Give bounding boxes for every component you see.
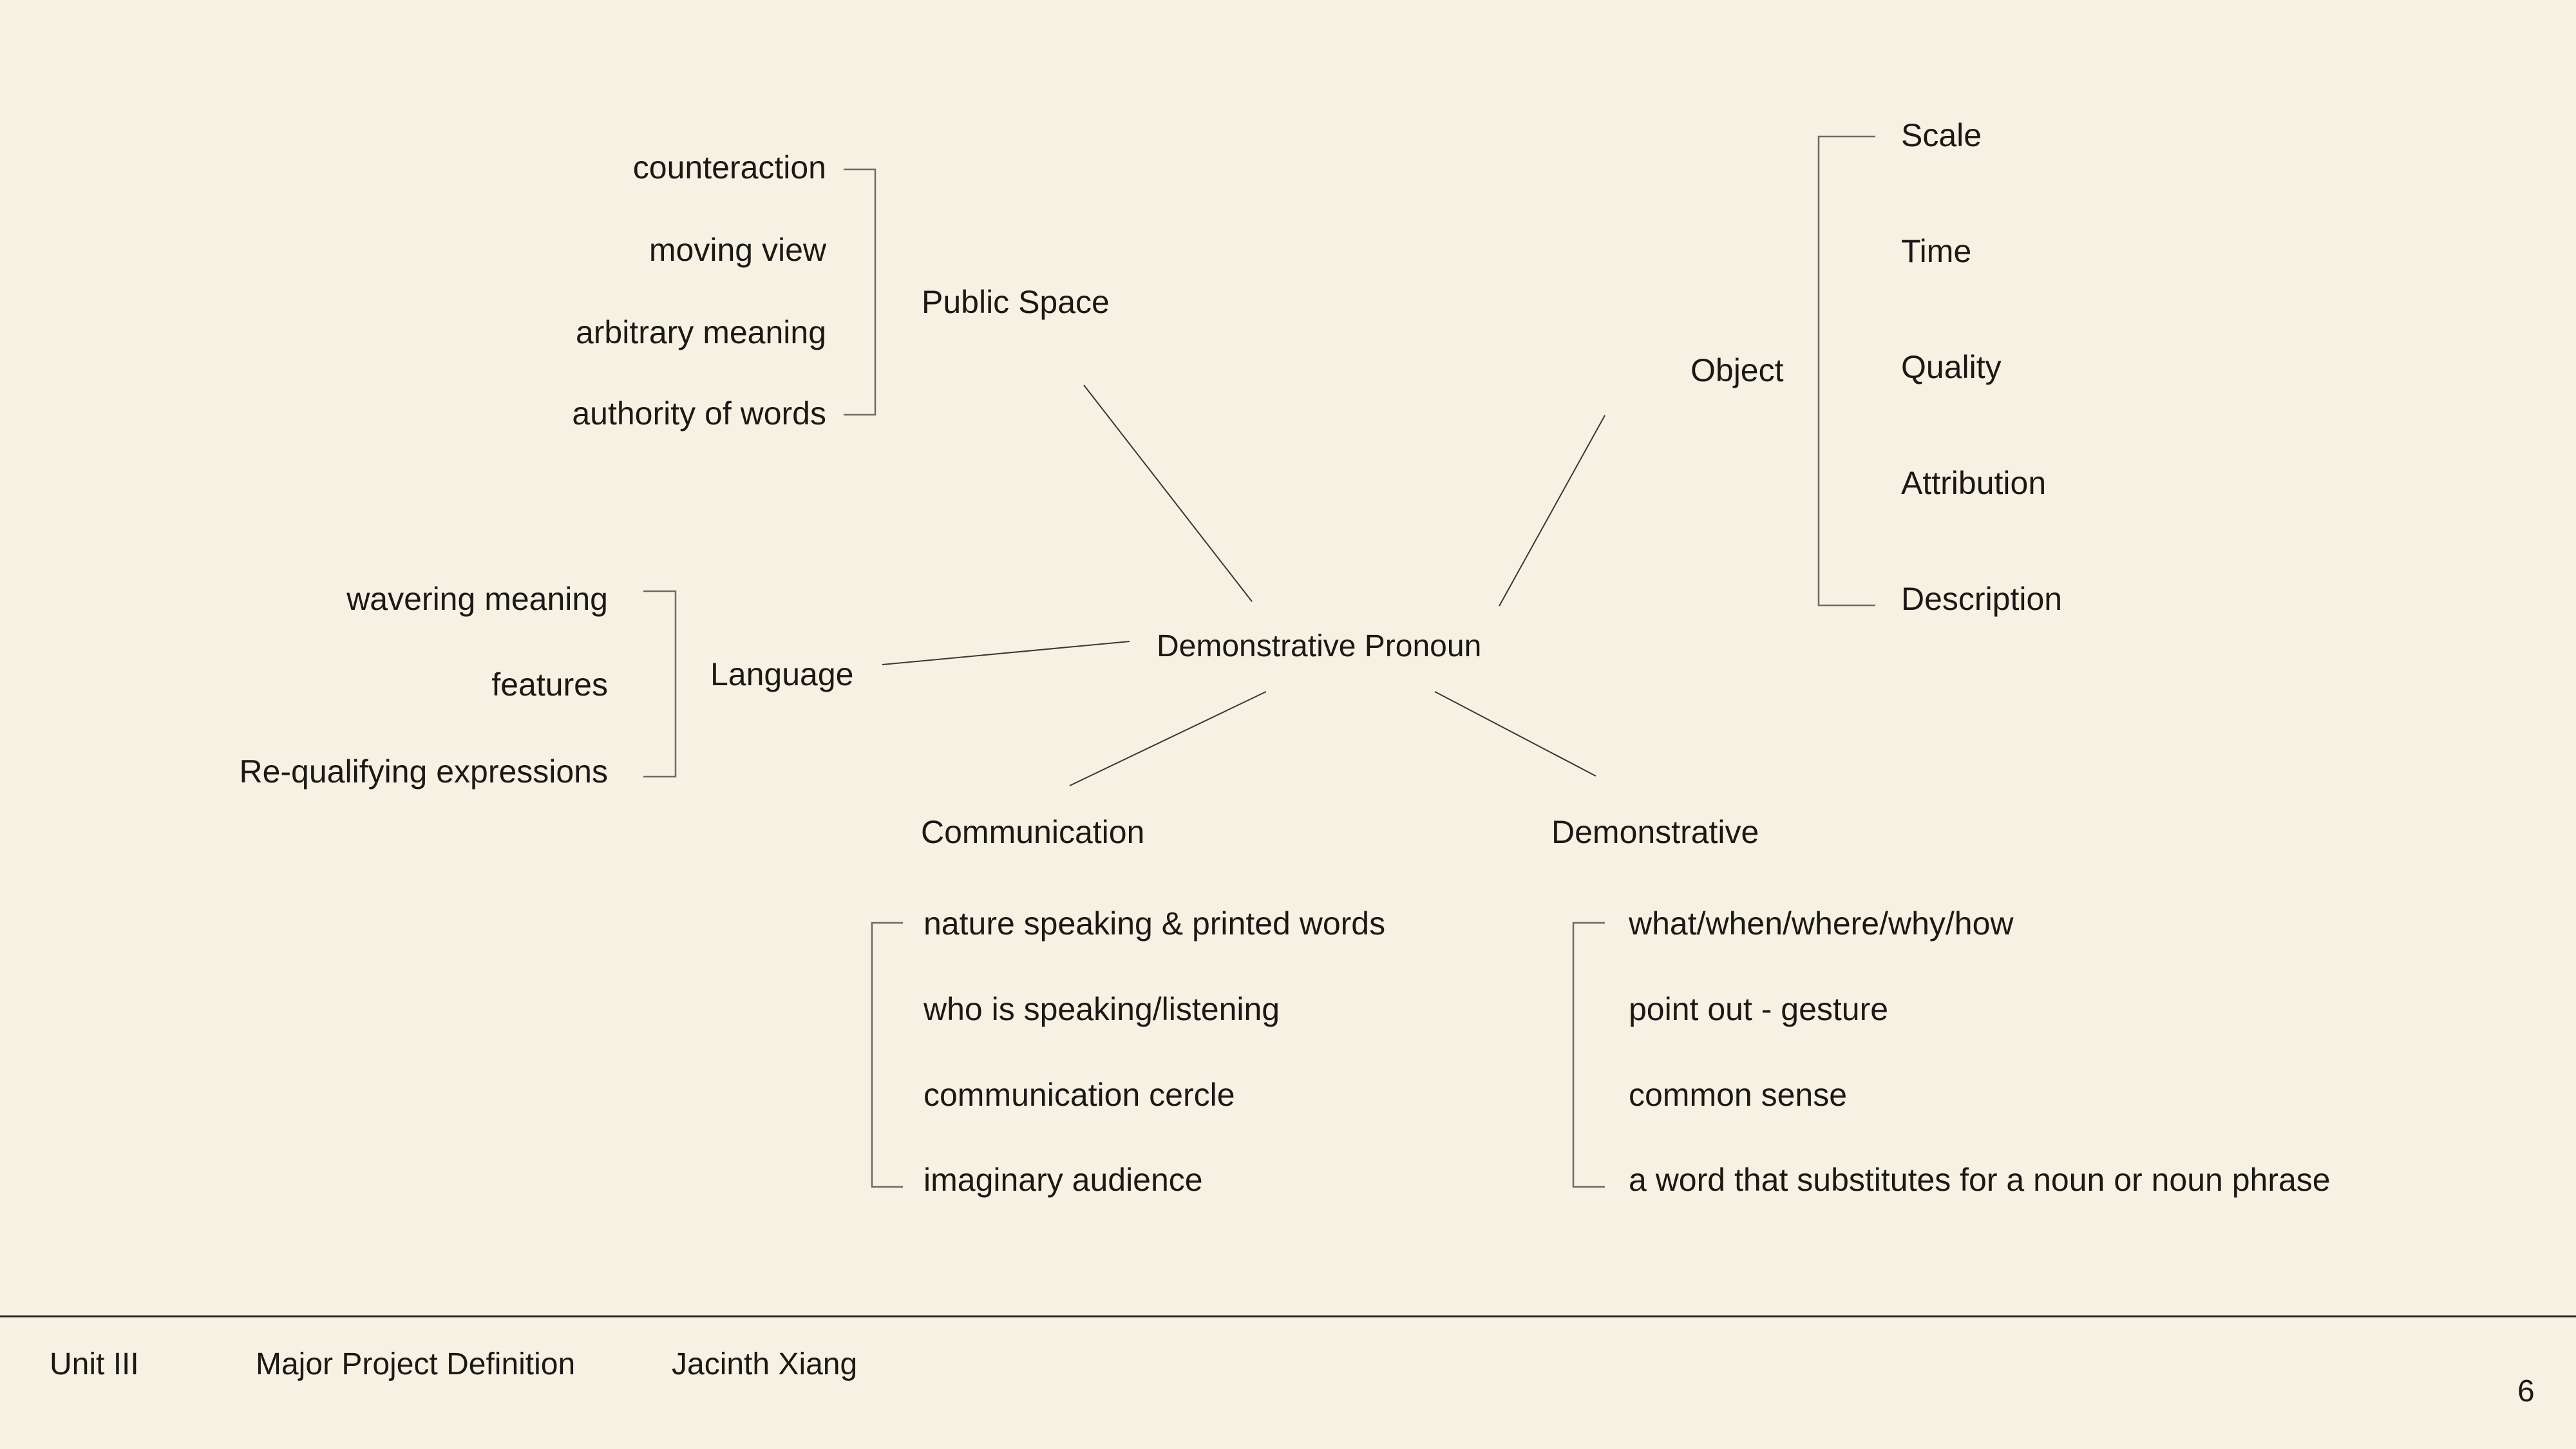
- branch-label-language: Language: [710, 656, 854, 692]
- bracket-object: [1817, 135, 1875, 607]
- connector-object: [1499, 415, 1605, 607]
- demonstrative-item: what/when/where/why/how: [1629, 905, 2014, 942]
- bracket-demonstrative: [1572, 922, 1605, 1188]
- communication-item: imaginary audience: [923, 1162, 1203, 1198]
- connector-language: [882, 641, 1130, 665]
- object-item: Quality: [1901, 349, 2002, 385]
- communication-item: communication cercle: [923, 1077, 1235, 1113]
- connector-demonstrative: [1434, 691, 1596, 777]
- bracket-communication: [871, 922, 903, 1188]
- branch-label-communication: Communication: [921, 814, 1145, 850]
- footer-project-title: Major Project Definition: [256, 1347, 576, 1381]
- page-number: 6: [2517, 1374, 2535, 1408]
- language-item: wavering meaning: [346, 581, 608, 617]
- footer-unit: Unit III: [50, 1347, 139, 1381]
- connector-communication: [1069, 691, 1267, 786]
- connector-public-space: [1083, 384, 1253, 602]
- object-item: Attribution: [1901, 465, 2047, 501]
- branch-label-demonstrative: Demonstrative: [1551, 814, 1759, 850]
- public-space-item: arbitrary meaning: [575, 314, 826, 350]
- communication-item: who is speaking/listening: [923, 991, 1280, 1027]
- center-node: Demonstrative Pronoun: [1157, 629, 1482, 663]
- demonstrative-item: common sense: [1629, 1077, 1848, 1113]
- branch-label-object: Object: [1690, 352, 1784, 388]
- footer-author: Jacinth Xiang: [672, 1347, 858, 1381]
- public-space-item: counteraction: [632, 149, 826, 185]
- public-space-item: authority of words: [572, 395, 826, 431]
- object-item: Description: [1901, 581, 2063, 617]
- bracket-language: [643, 590, 677, 778]
- bracket-public-space: [844, 168, 876, 416]
- branch-label-public-space: Public Space: [922, 284, 1110, 320]
- object-item: Time: [1901, 233, 1972, 269]
- demonstrative-item: point out - gesture: [1629, 991, 1889, 1027]
- language-item: features: [491, 667, 608, 703]
- object-item: Scale: [1901, 117, 1982, 153]
- language-item: Re-qualifying expressions: [239, 753, 608, 790]
- communication-item: nature speaking & printed words: [923, 905, 1386, 942]
- public-space-item: moving view: [649, 232, 826, 268]
- demonstrative-item: a word that substitutes for a noun or no…: [1629, 1162, 2331, 1198]
